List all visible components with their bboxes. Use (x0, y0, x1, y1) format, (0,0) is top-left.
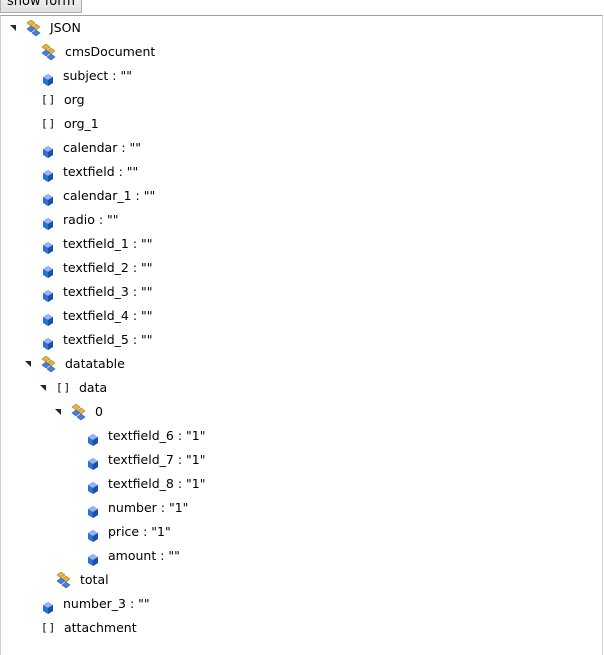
property-icon (43, 214, 53, 230)
tree-node[interactable]: textfield_5 : "" (25, 328, 153, 352)
tree-node-label: data (79, 380, 108, 395)
tree-node[interactable]: JSON (10, 16, 81, 40)
property-icon (43, 142, 53, 158)
expand-collapse-icon[interactable] (25, 361, 31, 367)
tree-node[interactable]: [] attachment (25, 616, 137, 640)
tree-node-label: cmsDocument (65, 44, 156, 59)
property-icon (88, 430, 98, 446)
object-icon (41, 355, 57, 373)
property-icon (88, 502, 98, 518)
tree-node[interactable]: datatable (25, 352, 125, 376)
tree-node-label: textfield_2 : "" (63, 260, 153, 275)
property-icon (43, 286, 53, 302)
tree-node[interactable]: cmsDocument (25, 40, 155, 64)
tree-node-label: textfield_1 : "" (63, 236, 153, 251)
tree-node-label: 0 (95, 404, 103, 419)
object-icon (56, 571, 72, 589)
expand-collapse-icon[interactable] (10, 25, 16, 31)
tree-node[interactable]: [] org (25, 88, 85, 112)
tree-node[interactable]: [] data (40, 376, 107, 400)
property-icon (88, 550, 98, 566)
json-tree-view[interactable]: JSON cmsDocument subject : "" [] org [] org_… (0, 15, 603, 655)
tree-node[interactable]: textfield_8 : "1" (70, 472, 205, 496)
tree-node[interactable]: price : "1" (70, 520, 171, 544)
property-icon (43, 166, 53, 182)
tree-node-label: calendar_1 : "" (63, 188, 156, 203)
tree-node-label: textfield_8 : "1" (108, 476, 206, 491)
property-icon (43, 334, 53, 350)
tree-node[interactable]: textfield_2 : "" (25, 256, 153, 280)
tree-node[interactable]: total (40, 568, 109, 592)
tree-node-label: amount : "" (108, 548, 180, 563)
object-icon (41, 43, 57, 61)
property-icon (88, 526, 98, 542)
show-form-button[interactable]: show form (0, 0, 83, 13)
array-icon: [] (41, 621, 57, 634)
property-icon (43, 190, 53, 206)
tree-node[interactable]: [] org_1 (25, 112, 99, 136)
tree-node-label: datatable (65, 356, 125, 371)
expand-collapse-icon[interactable] (55, 409, 61, 415)
tree-node[interactable]: 0 (55, 400, 103, 424)
tree-node[interactable]: calendar_1 : "" (25, 184, 155, 208)
tree-node-label: total (80, 572, 109, 587)
tree-node-label: textfield_3 : "" (63, 284, 153, 299)
expand-collapse-icon[interactable] (40, 385, 46, 391)
tree-node-label: textfield_4 : "" (63, 308, 153, 323)
tree-node[interactable]: textfield_1 : "" (25, 232, 153, 256)
object-icon (71, 403, 87, 421)
object-icon (26, 19, 42, 37)
tree-node[interactable]: number_3 : "" (25, 592, 150, 616)
tree-node[interactable]: number : "1" (70, 496, 188, 520)
tree-node[interactable]: amount : "" (70, 544, 180, 568)
tree-node-label: radio : "" (63, 212, 119, 227)
property-icon (43, 238, 53, 254)
tree-node[interactable]: textfield_7 : "1" (70, 448, 205, 472)
tree-node[interactable]: radio : "" (25, 208, 119, 232)
tree-node-label: textfield_7 : "1" (108, 452, 206, 467)
tree-node-label: attachment (64, 620, 137, 635)
property-icon (43, 598, 53, 614)
tree-node-label: textfield_5 : "" (63, 332, 153, 347)
array-icon: [] (41, 117, 57, 130)
property-icon (43, 262, 53, 278)
property-icon (88, 454, 98, 470)
array-icon: [] (56, 381, 72, 394)
tree-node-label: number_3 : "" (63, 596, 150, 611)
tree-node-label: textfield_6 : "1" (108, 428, 206, 443)
tree-node[interactable]: textfield : "" (25, 160, 138, 184)
property-icon (43, 310, 53, 326)
tree-node-label: JSON (50, 20, 81, 35)
tree-node[interactable]: calendar : "" (25, 136, 141, 160)
tree-node-label: org (64, 92, 85, 107)
tree-node-label: number : "1" (108, 500, 189, 515)
tree-node[interactable]: subject : "" (25, 64, 132, 88)
tree-node-label: org_1 (64, 116, 99, 131)
property-icon (43, 70, 53, 86)
property-icon (88, 478, 98, 494)
tree-node[interactable]: textfield_6 : "1" (70, 424, 205, 448)
tree-node-label: price : "1" (108, 524, 171, 539)
array-icon: [] (41, 93, 57, 106)
tree-node[interactable]: textfield_4 : "" (25, 304, 153, 328)
tree-node-label: calendar : "" (63, 140, 142, 155)
tree-node-label: subject : "" (63, 68, 132, 83)
tree-node[interactable]: textfield_3 : "" (25, 280, 153, 304)
tree-node-label: textfield : "" (63, 164, 139, 179)
